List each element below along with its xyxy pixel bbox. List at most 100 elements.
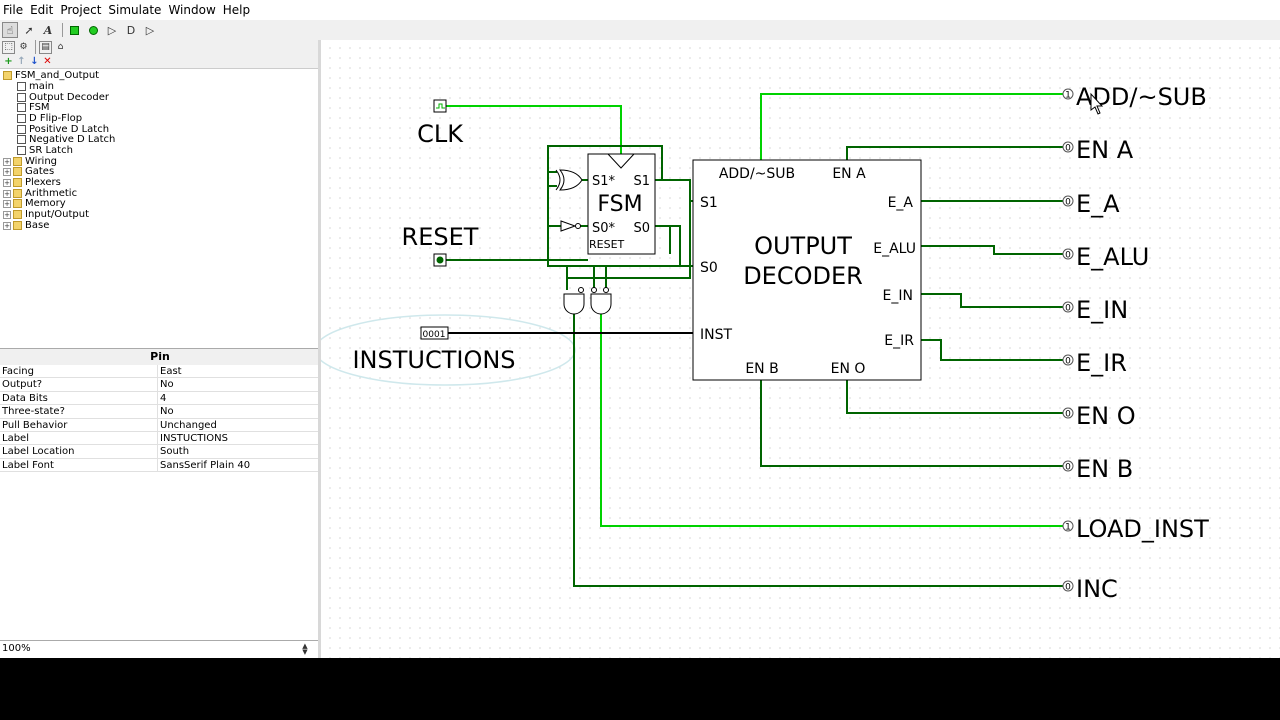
folder-icon	[13, 210, 22, 219]
add-circuit-icon[interactable]: +	[4, 55, 13, 67]
tree-circuit-sr-latch[interactable]: SR Latch	[17, 145, 73, 156]
expand-icon[interactable]: +	[3, 167, 11, 176]
output-pin-load-inst[interactable]	[1062, 520, 1074, 532]
tree-circuit-d-flip-flop[interactable]: D Flip-Flop	[17, 113, 82, 124]
decoder-en-b-port: EN B	[745, 361, 778, 377]
tree-circuit-output-decoder[interactable]: Output Decoder	[17, 92, 109, 103]
panel-splitter[interactable]	[318, 40, 321, 658]
zoom-control[interactable]: 100% ▲▼	[0, 640, 320, 658]
letterbox-bar	[0, 658, 1280, 720]
output-pin-en-o[interactable]	[1062, 407, 1074, 419]
menu-simulate[interactable]: Simulate	[108, 3, 162, 17]
toolbox-view-icon[interactable]: ▤	[39, 40, 52, 54]
move-up-icon[interactable]: ↑	[17, 55, 26, 67]
tree-circuit-positive-d-latch[interactable]: Positive D Latch	[17, 124, 109, 135]
zoom-spinner-icon[interactable]: ▲▼	[302, 642, 308, 656]
reset-label: RESET	[402, 223, 479, 251]
or-gate-icon[interactable]: ▷	[145, 23, 155, 37]
tree-library-arithmetic[interactable]: + Arithmetic	[3, 188, 77, 199]
poke-tool-icon[interactable]: ☝	[2, 22, 18, 38]
output-pin-icon[interactable]	[85, 22, 101, 38]
expand-icon[interactable]: +	[3, 199, 11, 208]
edit-appearance-icon[interactable]: ⚙	[19, 42, 28, 52]
property-value[interactable]: East	[160, 366, 182, 377]
clock-input-icon[interactable]	[433, 99, 447, 113]
menu-window[interactable]: Window	[168, 3, 216, 17]
output-label-load-inst: LOAD_INST	[1076, 515, 1209, 543]
property-row[interactable]: Three-state?No	[0, 405, 320, 419]
menu-edit[interactable]: Edit	[30, 3, 54, 17]
tree-library-wiring[interactable]: + Wiring	[3, 156, 57, 167]
fsm-s1-in-label: S1*	[592, 174, 616, 189]
load-and-gate-icon[interactable]	[590, 293, 612, 315]
explorer-view-toolbar: ⬚ ⚙ ▤ ⌂	[0, 40, 320, 54]
tool-bar: ☝ ➚ A ▷ D ▷	[0, 20, 320, 40]
tree-library-gates[interactable]: + Gates	[3, 166, 54, 177]
xor-gate-icon[interactable]	[558, 169, 583, 191]
property-value[interactable]: SansSerif Plain 40	[160, 459, 251, 471]
output-pin-e-ir[interactable]	[1062, 354, 1074, 366]
expand-icon[interactable]: +	[3, 210, 11, 219]
expand-icon[interactable]: +	[3, 157, 11, 166]
logisim-window: File Edit Project Simulate Window Help ☝…	[0, 0, 1280, 658]
tree-project[interactable]: FSM_and_Output	[3, 70, 99, 81]
buffer-gate-icon[interactable]: ▷	[107, 23, 117, 37]
circuit-canvas[interactable]: CLK RESET 0001 INSTUCTIONS FSM S1* S1 S0…	[321, 40, 1280, 658]
instructions-input-pin[interactable]	[420, 326, 449, 340]
expand-icon[interactable]: +	[3, 221, 11, 230]
decoder-en-a-port: EN A	[832, 166, 866, 182]
output-pin-value: 0	[1065, 304, 1071, 314]
property-key: Label Location	[0, 445, 158, 458]
property-value[interactable]: 4	[160, 392, 167, 404]
and-gate-icon[interactable]: D	[126, 23, 136, 37]
menu-help[interactable]: Help	[222, 3, 251, 17]
zoom-value: 100%	[2, 643, 31, 654]
property-row[interactable]: Output?No	[0, 378, 320, 392]
simulation-view-icon[interactable]: ⌂	[57, 42, 64, 52]
edit-layout-icon[interactable]: ⬚	[2, 40, 15, 54]
output-pin-add-sub[interactable]	[1062, 88, 1074, 100]
output-decoder-block[interactable]	[692, 159, 922, 381]
select-tool-icon[interactable]: ➚	[24, 23, 34, 37]
output-pin-en-a[interactable]	[1062, 141, 1074, 153]
circuit-icon	[17, 146, 26, 155]
property-value[interactable]: No	[160, 379, 174, 391]
fsm-block[interactable]	[587, 153, 656, 255]
property-value[interactable]: No	[160, 406, 174, 418]
expand-icon[interactable]: +	[3, 178, 11, 187]
inc-and-gate-icon[interactable]	[563, 293, 585, 315]
output-pin-inc[interactable]	[1062, 580, 1074, 592]
decoder-s1-port: S1	[700, 195, 718, 211]
menu-file[interactable]: File	[3, 3, 24, 17]
tree-library-base[interactable]: + Base	[3, 220, 49, 231]
tree-circuit-main[interactable]: main	[17, 81, 54, 92]
circuit-icon	[17, 103, 26, 112]
output-pin-e-a[interactable]	[1062, 195, 1074, 207]
menu-project[interactable]: Project	[60, 3, 102, 17]
tree-library-plexers[interactable]: + Plexers	[3, 177, 61, 188]
tree-circuit-fsm[interactable]: FSM	[17, 102, 50, 113]
not-gate-icon[interactable]	[560, 220, 577, 232]
output-pin-e-alu[interactable]	[1062, 248, 1074, 260]
move-down-icon[interactable]: ↓	[30, 55, 39, 67]
property-value[interactable]: Unchanged	[160, 419, 217, 431]
property-value[interactable]: INSTUCTIONS	[160, 432, 228, 444]
tree-library-input-output[interactable]: + Input/Output	[3, 209, 89, 220]
xor-gate-back-icon	[555, 169, 561, 191]
tree-circuit-negative-d-latch[interactable]: Negative D Latch	[17, 134, 115, 145]
property-value[interactable]: South	[160, 446, 190, 458]
output-label-en-b: EN B	[1076, 455, 1133, 483]
remove-circuit-icon[interactable]: ✕	[43, 55, 52, 67]
output-pin-en-b[interactable]	[1062, 460, 1074, 472]
input-pin-icon[interactable]	[66, 22, 82, 38]
expand-icon[interactable]: +	[3, 189, 11, 198]
tree-library-memory[interactable]: + Memory	[3, 198, 66, 209]
text-tool-icon[interactable]: A	[43, 23, 53, 37]
output-pin-e-in[interactable]	[1062, 301, 1074, 313]
